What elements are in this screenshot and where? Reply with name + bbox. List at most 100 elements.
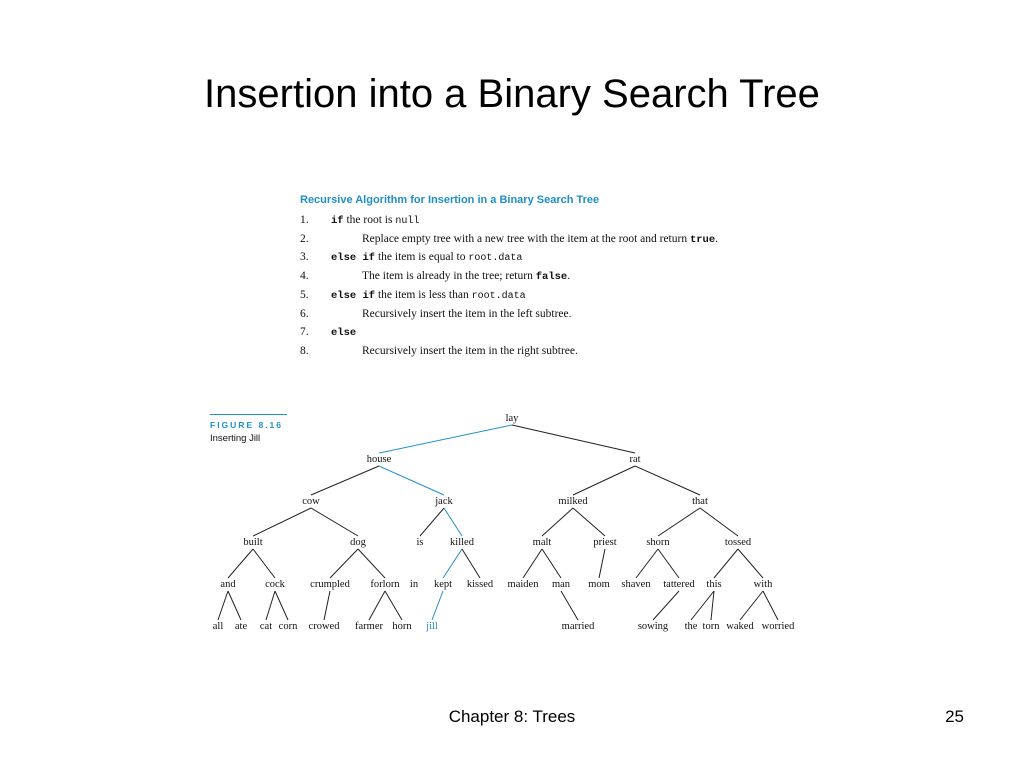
tree-edge-that-tossed — [699, 507, 739, 537]
tree-edge-rat-that — [634, 465, 701, 496]
tree-edge-that-shorn — [657, 507, 701, 537]
tree-node-cat: cat — [260, 621, 272, 632]
step-number: 8. — [300, 345, 309, 357]
tree-node-all: all — [213, 621, 224, 632]
tree-node-horn: horn — [392, 621, 412, 632]
tree-node-sowing: sowing — [638, 621, 669, 632]
step-text: if the root is null — [300, 213, 760, 229]
step-text-part: Recursively insert the item in the right… — [362, 345, 578, 357]
tree-edge-tossed-with — [737, 548, 764, 579]
tree-node-married: married — [562, 621, 595, 632]
step-text: else — [300, 325, 760, 341]
step-number: 2. — [300, 233, 309, 245]
algorithm-step: 7.else — [300, 325, 760, 341]
tree-node-cock: cock — [265, 579, 286, 590]
tree-edge-milked-malt — [541, 507, 574, 537]
algorithm-title: Recursive Algorithm for Insertion in a B… — [300, 194, 600, 206]
step-text-part: Replace empty tree with a new tree with … — [362, 233, 690, 245]
tree-edge-this-the — [690, 590, 715, 621]
algorithm-step: 3.else if the item is equal to root.data — [300, 250, 760, 266]
step-code: else if — [331, 290, 376, 302]
tree-edge-cock-corn — [274, 590, 289, 621]
tree-node-crumpled: crumpled — [310, 579, 350, 590]
tree-edge-house-cow — [310, 465, 380, 496]
tree-edge-kept-jill — [431, 590, 444, 621]
algorithm-box: Recursive Algorithm for Insertion in a B… — [300, 194, 760, 362]
tree-node-shaven: shaven — [621, 579, 651, 590]
tree-edge-killed-kissed — [461, 548, 481, 579]
step-text-part: . — [567, 270, 571, 282]
step-text-part: Recursively insert the item in the left … — [362, 308, 572, 320]
tree-node-tossed: tossed — [725, 537, 752, 548]
tree-node-this: this — [706, 579, 721, 590]
footer-chapter: Chapter 8: Trees — [448, 707, 576, 726]
tree-edge-and-all — [217, 590, 229, 621]
tree-edge-lay-rat — [511, 424, 636, 454]
step-text: The item is already in the tree; return … — [300, 269, 732, 285]
step-number: 3. — [300, 251, 309, 263]
step-text-part: the item is equal to — [375, 251, 469, 263]
step-text: else if the item is less than root.data — [300, 288, 760, 304]
tree-node-kissed: kissed — [467, 579, 494, 590]
step-text-part: . — [715, 233, 719, 245]
tree-node-priest: priest — [593, 537, 616, 548]
tree-edge-with-worried — [762, 590, 779, 621]
tree-node-kept: kept — [434, 579, 452, 590]
tree-edge-dog-crumpled — [329, 548, 359, 579]
tree-node-killed: killed — [450, 537, 475, 548]
tree-edge-this-torn — [710, 590, 715, 621]
slide-title: Insertion into a Binary Search Tree — [204, 72, 820, 116]
tree-node-shorn: shorn — [646, 537, 670, 548]
tree-node-jill: jill — [425, 621, 438, 632]
algorithm-step: 5.else if the item is less than root.dat… — [300, 288, 760, 304]
tree-edge-tossed-this — [713, 548, 739, 579]
tree-node-rat: rat — [629, 454, 640, 465]
tree-edge-tattered-sowing — [652, 590, 680, 621]
step-text: Replace empty tree with a new tree with … — [300, 232, 732, 248]
tree-node-lay: lay — [506, 413, 520, 424]
tree-node-mom: mom — [588, 579, 610, 590]
tree-node-crowed: crowed — [309, 621, 341, 632]
tree-node-in: in — [410, 579, 419, 590]
tree-node-house: house — [367, 454, 392, 465]
tree-edge-killed-kept — [442, 548, 463, 579]
tree-edge-dog-forlorn — [357, 548, 386, 579]
step-text: Recursively insert the item in the left … — [300, 307, 732, 322]
tree-edge-forlorn-farmer — [368, 590, 386, 621]
tree-node-malt: malt — [533, 537, 552, 548]
tree-node-maiden: maiden — [508, 579, 540, 590]
tree-edge-and-ate — [227, 590, 242, 621]
tree-edge-crumpled-crowed — [323, 590, 331, 621]
tree-node-milked: milked — [558, 496, 588, 507]
tree-node-torn: torn — [703, 621, 721, 632]
tree-node-jack: jack — [434, 496, 453, 507]
tree-edge-with-waked — [739, 590, 764, 621]
step-text-part: the item is less than — [375, 289, 472, 301]
algorithm-step: 1.if the root is null — [300, 213, 760, 229]
figure-label: FIGURE 8.16 — [210, 420, 284, 430]
tree-edge-shorn-tattered — [657, 548, 680, 579]
step-number: 1. — [300, 214, 309, 226]
algorithm-step: 2. Replace empty tree with a new tree wit… — [300, 232, 760, 248]
tree-edge-cow-dog — [310, 507, 359, 537]
algorithm-step: 8. Recursively insert the item in the rig… — [300, 344, 760, 359]
tree-edge-jack-killed — [443, 507, 463, 537]
step-code: root.data — [468, 253, 523, 264]
tree-edge-milked-priest — [572, 507, 606, 537]
tree-edge-shorn-shaven — [635, 548, 659, 579]
step-code: else — [331, 327, 357, 339]
tree-edge-cock-cat — [265, 590, 276, 621]
step-code: root.data — [471, 291, 526, 302]
step-number: 5. — [300, 289, 309, 301]
footer-page-number: 25 — [945, 707, 964, 726]
tree-edge-man-married — [560, 590, 579, 621]
tree-node-tattered: tattered — [663, 579, 695, 590]
algorithm-steps: 1.if the root is null 2. Replace empty tre… — [300, 213, 760, 359]
step-number: 4. — [300, 270, 309, 282]
step-code: false — [535, 271, 568, 283]
tree-node-the: the — [685, 621, 698, 632]
tree-edge-built-cock — [252, 548, 276, 579]
step-code: if — [331, 215, 344, 227]
tree-edge-forlorn-horn — [384, 590, 403, 621]
